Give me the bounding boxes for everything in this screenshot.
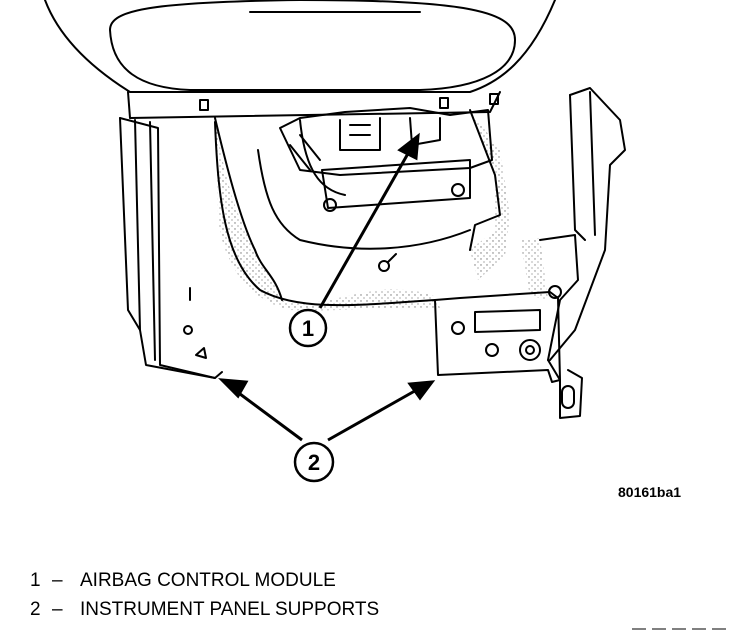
- arrowhead-2b: [407, 380, 436, 401]
- callout-2-number: 2: [308, 450, 320, 475]
- right-panel-support: [434, 291, 561, 383]
- left-panel-support: [119, 117, 223, 379]
- callout-1-number: 1: [302, 316, 314, 341]
- legend: 1 – AIRBAG CONTROL MODULE 2 – INSTRUMENT…: [30, 566, 379, 624]
- airbag-control-module: [279, 107, 493, 176]
- right-bracket: [539, 234, 579, 361]
- legend-item-number: 2: [30, 598, 41, 620]
- legend-item-dash: –: [52, 569, 63, 591]
- legend-item-number: 1: [30, 569, 41, 591]
- leader-line-1: [318, 149, 412, 309]
- legend-item-label: AIRBAG CONTROL MODULE: [80, 569, 336, 591]
- arrowhead-1: [397, 132, 420, 161]
- corner-mark: [632, 628, 732, 630]
- leader-line-2a: [231, 386, 303, 442]
- callout-2: 2: [293, 441, 335, 483]
- airbag-module-illustration: 1 2: [44, 0, 626, 483]
- console-housing: [44, 0, 556, 93]
- legend-item: 2 – INSTRUMENT PANEL SUPPORTS: [30, 595, 379, 624]
- callout-1: 1: [288, 308, 328, 348]
- floor-tunnel: [214, 117, 283, 301]
- console-lid: [109, 0, 516, 91]
- module-mount: [321, 159, 471, 209]
- arrowhead-2a: [218, 378, 249, 399]
- legend-item-dash: –: [52, 598, 63, 620]
- legend-item: 1 – AIRBAG CONTROL MODULE: [30, 566, 379, 595]
- leader-line-2b: [327, 386, 421, 442]
- legend-item-label: INSTRUMENT PANEL SUPPORTS: [80, 598, 380, 620]
- figure-id: 80161ba1: [618, 484, 682, 500]
